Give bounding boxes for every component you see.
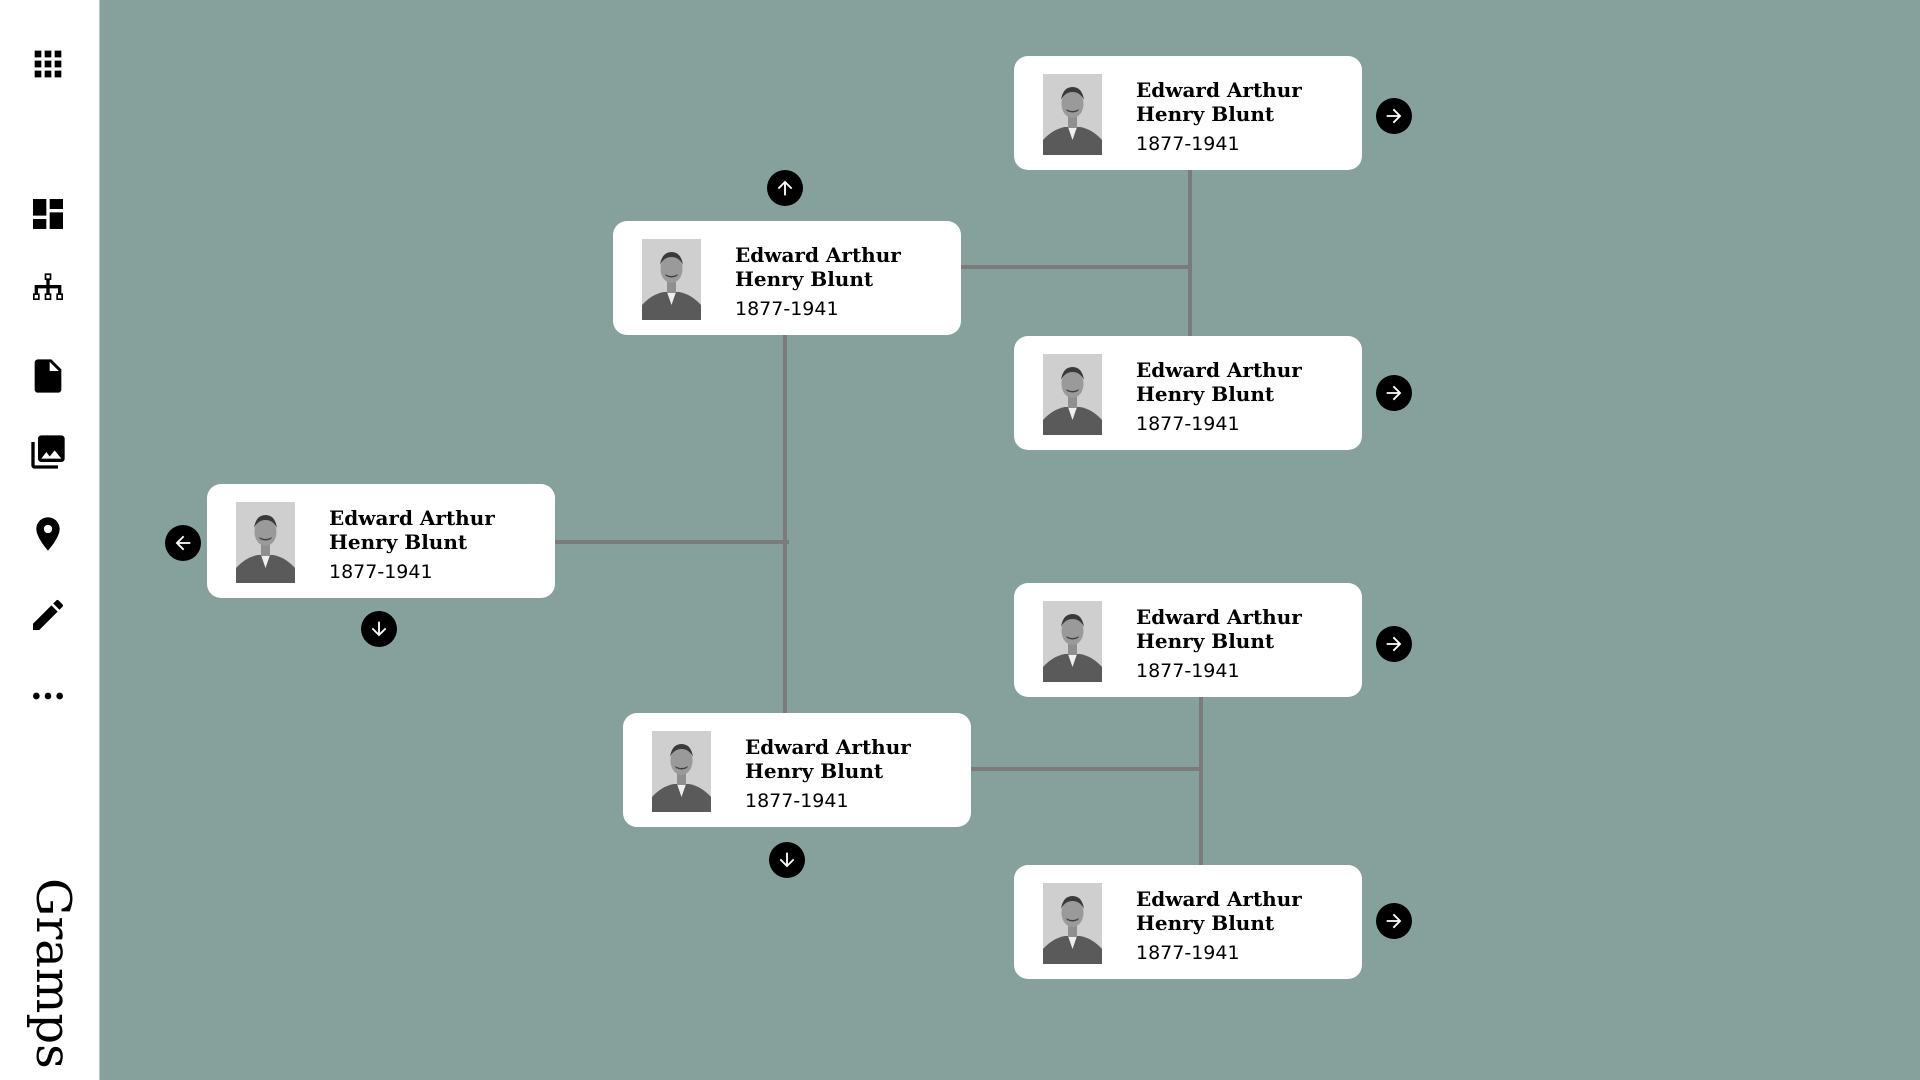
person-dates: 1877-1941 — [1136, 133, 1240, 155]
nav-up-button[interactable] — [767, 170, 803, 206]
nav-descendants-button[interactable] — [361, 611, 397, 647]
arrow-right-icon — [1386, 636, 1402, 652]
person-dates: 1877-1941 — [329, 561, 433, 583]
person-card-maternal-grandmother[interactable]: Edward Arthur Henry Blunt 1877-1941 — [1014, 865, 1362, 979]
person-portrait — [236, 502, 295, 583]
arrow-down-icon — [779, 852, 795, 868]
nav-ancestors-button[interactable] — [1376, 626, 1412, 662]
more-horizontal-icon[interactable] — [24, 672, 72, 720]
nav-ancestors-button[interactable] — [1376, 903, 1412, 939]
person-name: Edward Arthur Henry Blunt — [1136, 358, 1302, 406]
person-dates: 1877-1941 — [1136, 660, 1240, 682]
person-name: Edward Arthur Henry Blunt — [745, 735, 911, 783]
person-name: Edward Arthur Henry Blunt — [1136, 605, 1302, 653]
person-card-mother[interactable]: Edward Arthur Henry Blunt 1877-1941 — [623, 713, 971, 827]
pedigree-canvas[interactable]: Edward Arthur Henry Blunt 1877-1941 Edwa… — [100, 0, 1920, 1080]
nav-down-button[interactable] — [769, 842, 805, 878]
connector-line — [1199, 697, 1203, 865]
person-portrait — [642, 239, 701, 320]
nav-ancestors-button[interactable] — [1376, 98, 1412, 134]
person-portrait — [1043, 354, 1102, 435]
location-pin-icon[interactable] — [24, 510, 72, 558]
person-name: Edward Arthur Henry Blunt — [1136, 887, 1302, 935]
person-portrait — [1043, 601, 1102, 682]
edit-pencil-icon[interactable] — [24, 591, 72, 639]
connector-line — [555, 540, 789, 544]
nav-ancestors-button[interactable] — [1376, 375, 1412, 411]
person-card-paternal-grandmother[interactable]: Edward Arthur Henry Blunt 1877-1941 — [1014, 336, 1362, 450]
person-card-focus[interactable]: Edward Arthur Henry Blunt 1877-1941 — [207, 484, 555, 598]
connector-line — [961, 265, 1192, 269]
nav-children-button[interactable] — [165, 525, 201, 561]
person-portrait — [1043, 74, 1102, 155]
arrow-right-icon — [1386, 108, 1402, 124]
app-name: Gramps — [25, 878, 81, 1069]
person-dates: 1877-1941 — [1136, 413, 1240, 435]
connector-line — [971, 767, 1203, 771]
person-card-maternal-grandfather[interactable]: Edward Arthur Henry Blunt 1877-1941 — [1014, 583, 1362, 697]
media-gallery-icon[interactable] — [24, 428, 72, 476]
person-name: Edward Arthur Henry Blunt — [1136, 78, 1302, 126]
person-dates: 1877-1941 — [735, 298, 839, 320]
sidebar: Gramps — [0, 0, 100, 1080]
apps-grid-icon[interactable] — [24, 40, 72, 88]
connector-line — [783, 334, 787, 714]
family-tree-icon[interactable] — [24, 266, 72, 314]
person-name: Edward Arthur Henry Blunt — [735, 243, 901, 291]
person-portrait — [1043, 883, 1102, 964]
arrow-left-icon — [175, 535, 191, 551]
connector-line — [1188, 170, 1192, 336]
arrow-right-icon — [1386, 385, 1402, 401]
person-dates: 1877-1941 — [745, 790, 849, 812]
arrow-right-icon — [1386, 913, 1402, 929]
person-name: Edward Arthur Henry Blunt — [329, 506, 495, 554]
dashboard-icon[interactable] — [24, 190, 72, 238]
person-card-father[interactable]: Edward Arthur Henry Blunt 1877-1941 — [613, 221, 961, 335]
arrow-down-icon — [371, 621, 387, 637]
person-portrait — [652, 731, 711, 812]
arrow-up-icon — [777, 180, 793, 196]
person-dates: 1877-1941 — [1136, 942, 1240, 964]
person-card-paternal-grandfather[interactable]: Edward Arthur Henry Blunt 1877-1941 — [1014, 56, 1362, 170]
document-icon[interactable] — [24, 352, 72, 400]
